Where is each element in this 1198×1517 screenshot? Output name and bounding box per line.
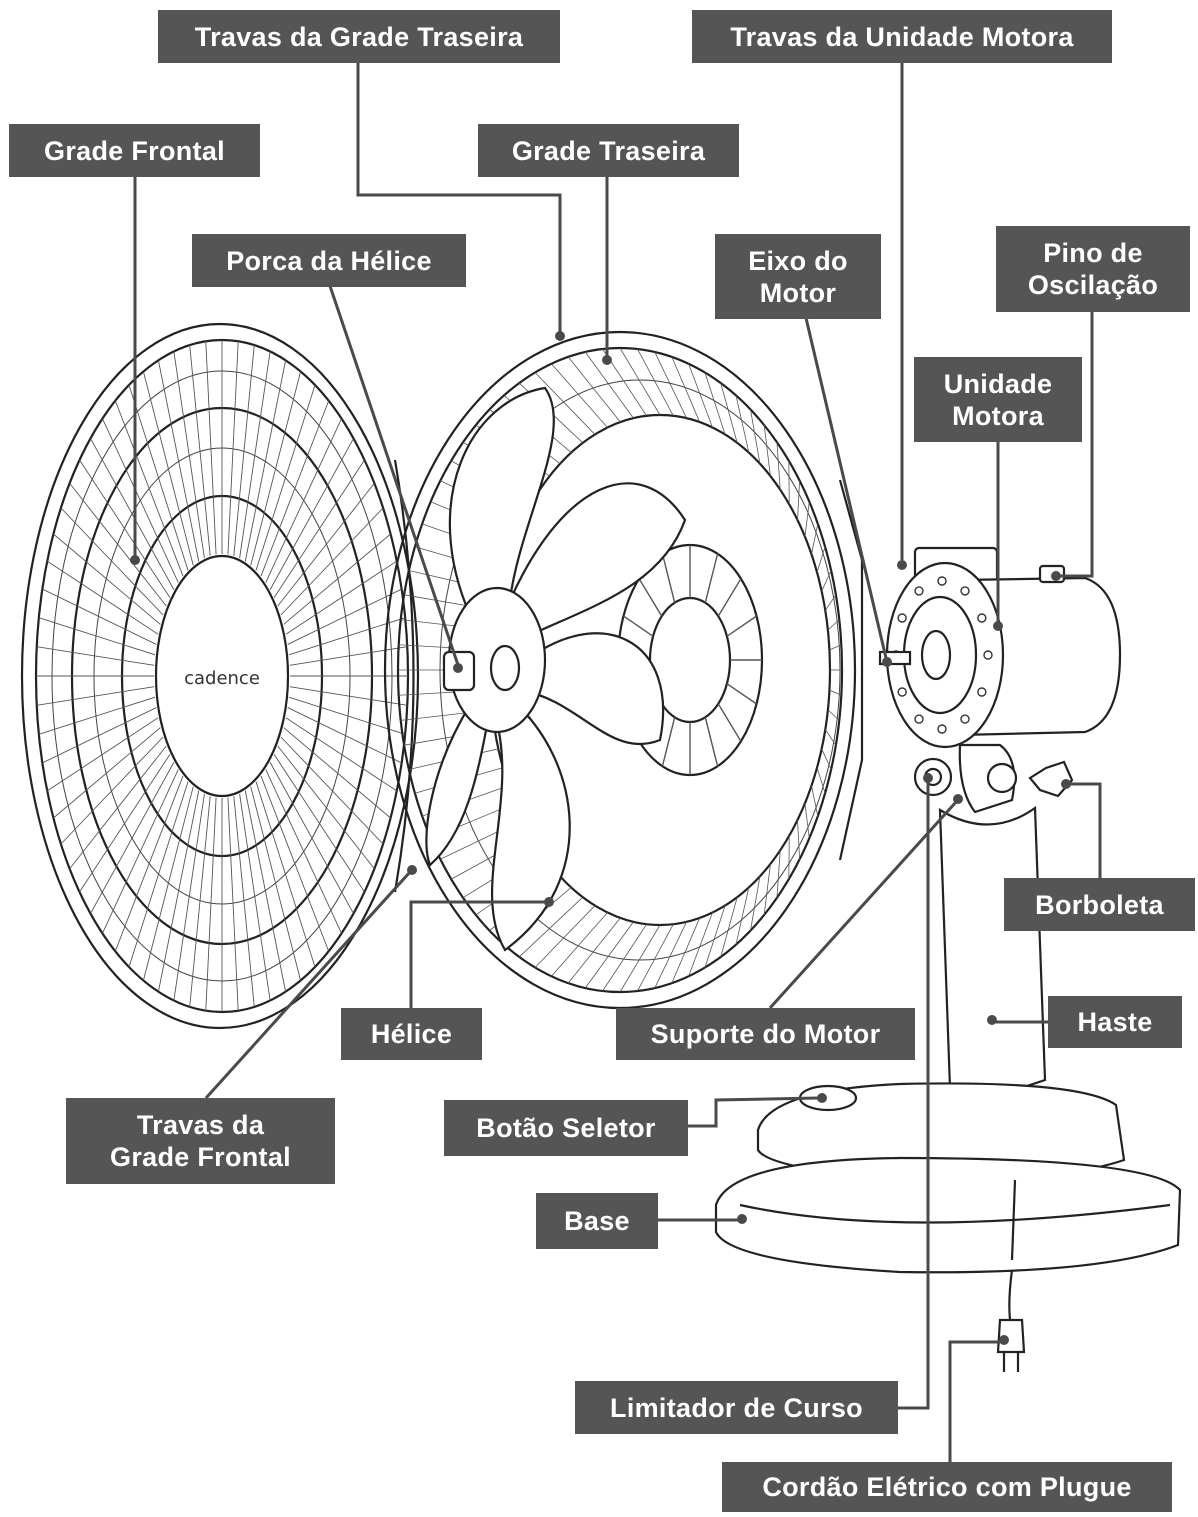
label-borboleta: Borboleta (1004, 878, 1195, 931)
label-grade-traseira: Grade Traseira (478, 124, 739, 177)
svg-text:cadence: cadence (184, 668, 260, 689)
brand-logo: cadence (184, 668, 260, 689)
label-unidade-motora: Unidade Motora (914, 357, 1082, 442)
front-grille-drawing: cadence (20, 322, 420, 1030)
label-pino-oscilacao: Pino de Oscilação (996, 226, 1190, 312)
label-botao-seletor: Botão Seletor (444, 1100, 688, 1156)
label-helice: Hélice (341, 1008, 482, 1060)
label-cordao-eletrico: Cordão Elétrico com Plugue (722, 1462, 1172, 1512)
label-travas-grade-traseira: Travas da Grade Traseira (158, 10, 560, 63)
label-haste: Haste (1048, 996, 1182, 1048)
label-limitador-curso: Limitador de Curso (575, 1381, 898, 1434)
label-travas-grade-frontal: Travas da Grade Frontal (66, 1098, 335, 1184)
label-eixo-motor: Eixo do Motor (715, 234, 881, 319)
label-suporte-motor: Suporte do Motor (616, 1008, 915, 1060)
label-travas-unidade-motora: Travas da Unidade Motora (692, 10, 1112, 63)
label-porca-helice: Porca da Hélice (192, 234, 466, 287)
motor-unit-drawing (878, 546, 1122, 814)
leader-lines (130, 62, 1102, 1462)
label-grade-frontal: Grade Frontal (9, 124, 260, 177)
propeller-drawing (425, 386, 687, 952)
label-base: Base (536, 1193, 658, 1249)
